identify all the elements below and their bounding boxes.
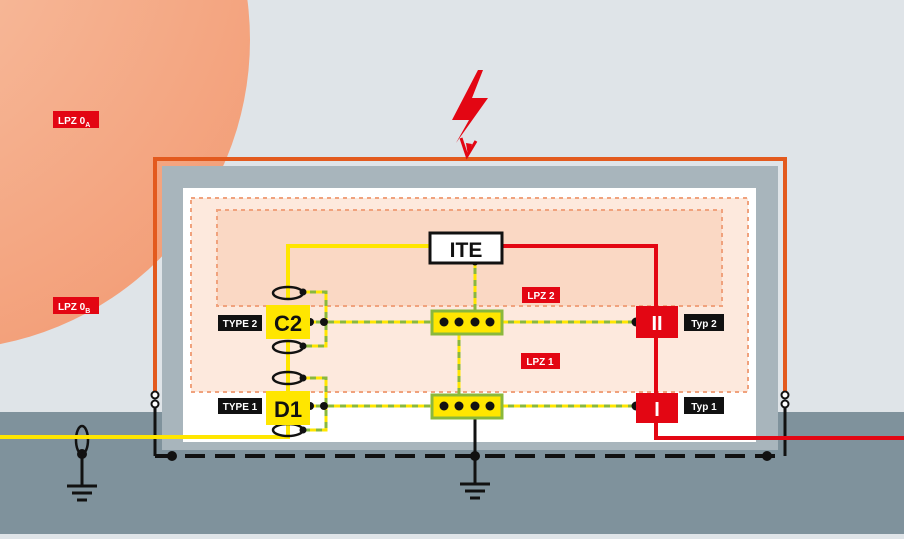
svg-text:LPZ 1: LPZ 1	[526, 357, 554, 368]
protector-i: I	[636, 393, 678, 423]
earth-junction-dot	[167, 451, 177, 461]
protector-d1-label: D1	[274, 397, 302, 422]
protector-i-label: I	[654, 399, 660, 421]
tag-type2: TYPE 2	[218, 315, 262, 331]
wall-isolator-left	[150, 390, 160, 409]
zone-label-lpz2: LPZ 2	[522, 287, 560, 303]
protector-ii: II	[636, 306, 678, 338]
protector-c2: C2	[266, 305, 310, 339]
equipotential-bonding-bar-lower	[430, 393, 504, 420]
svg-text:TYPE 2: TYPE 2	[223, 319, 258, 330]
ite-equipment-box: ITE	[428, 231, 504, 265]
earth-ground-symbol-center	[460, 456, 490, 500]
svg-text:TYPE 1: TYPE 1	[223, 402, 258, 413]
data-line-to-ite	[286, 244, 430, 300]
svg-text:LPZ 0B: LPZ 0B	[58, 302, 90, 315]
tag-typ1: Typ 1	[684, 397, 724, 414]
outer-lightning-protection-frame	[153, 157, 787, 392]
earth-ground-symbol-left	[67, 454, 97, 502]
protector-ii-label: II	[651, 313, 662, 335]
svg-text:LPZ 2: LPZ 2	[527, 291, 555, 302]
tag-type1: TYPE 1	[218, 398, 262, 414]
earth-junction-dot	[762, 451, 772, 461]
protector-d1: D1	[266, 391, 310, 425]
tag-typ2: Typ 2	[684, 314, 724, 331]
power-line-to-ite	[502, 244, 658, 306]
incoming-line-shield-ring	[74, 424, 90, 456]
wall-isolator-right	[780, 390, 790, 409]
lightning-bolt-icon	[452, 70, 488, 160]
lightning-rolling-sphere	[0, 0, 250, 345]
zone-label-lpz0b: LPZ 0B	[53, 297, 99, 315]
incoming-power-line	[654, 416, 904, 440]
svg-text:Typ 1: Typ 1	[691, 402, 717, 413]
zone-label-lpz1: LPZ 1	[521, 353, 560, 369]
zone-label-lpz0a: LPZ 0A	[53, 111, 99, 129]
svg-text:Typ 2: Typ 2	[691, 319, 717, 330]
equipotential-bonding-bar-upper	[430, 309, 504, 336]
ite-label: ITE	[450, 239, 483, 262]
protector-c2-label: C2	[274, 311, 302, 336]
svg-text:LPZ 0A: LPZ 0A	[58, 116, 90, 129]
